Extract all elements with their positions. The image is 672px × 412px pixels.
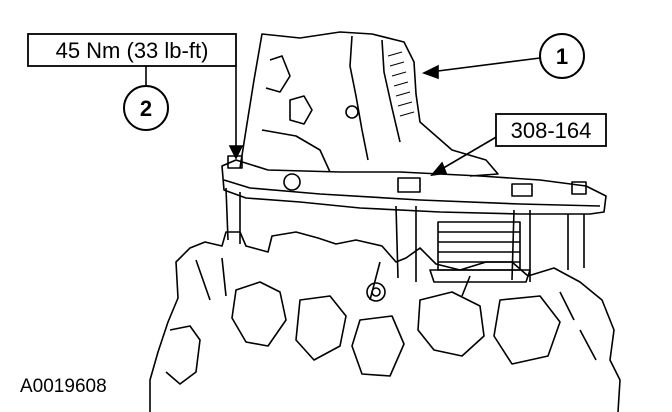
bell-housing [239, 31, 499, 177]
flange-plate [221, 159, 607, 215]
tool-box [495, 113, 607, 147]
callout-torque: 45 Nm (33 lb-ft) [27, 33, 237, 67]
leader-tool-arrow [430, 161, 448, 177]
lower-case-detail-f [351, 315, 405, 377]
lower-case-detail-a [165, 325, 201, 385]
bolt-head-lower-inner [371, 287, 381, 297]
spacer-drum-base [429, 269, 531, 283]
bolt-head-lower [366, 282, 386, 302]
special-tool [225, 155, 587, 283]
lower-case-detail-c [295, 295, 347, 361]
leader-1 [429, 57, 541, 73]
leader-tool [439, 135, 499, 171]
tool-post-b [511, 209, 531, 282]
callout-tool: 308-164 [495, 113, 607, 147]
transmission-body [149, 31, 621, 412]
leader-torque-arrow [228, 145, 244, 160]
torque-box [27, 33, 237, 67]
item-1-number: 1 [556, 44, 568, 69]
torque-spec-text: 45 Nm (33 lb-ft) [56, 38, 209, 63]
bell-housing-rib-c [265, 55, 291, 93]
flange-bolt-hole [283, 173, 301, 191]
lower-case-detail-b [231, 281, 287, 347]
spacer-drum-rings [438, 231, 520, 263]
flange-plate-edge [223, 179, 601, 207]
item-2-number: 2 [140, 96, 152, 121]
item-2-circle [123, 85, 169, 131]
bell-housing-hole [345, 105, 359, 119]
lower-case-outline [149, 231, 621, 412]
figure-id: A0019608 [20, 376, 107, 397]
leader-1-arrow [421, 64, 439, 80]
lower-case-detail-d [417, 291, 485, 357]
tool-nut-c [571, 181, 587, 195]
callout-item-2: 2 [123, 85, 169, 131]
bell-housing-rib-a [349, 35, 369, 161]
tool-number-text: 308-164 [511, 118, 592, 143]
leader-lines [145, 57, 541, 177]
tool-post-right [567, 214, 585, 270]
lower-case-ribs [195, 257, 597, 361]
item-1-circle [539, 33, 585, 79]
tool-nut-a [397, 177, 421, 193]
tool-nut-b [511, 183, 533, 197]
bell-housing-rib-b [381, 39, 401, 143]
tool-post-left [225, 187, 241, 244]
housing-hatch [387, 51, 415, 117]
tool-post-a [395, 205, 417, 282]
bell-housing-boss [289, 95, 313, 125]
lower-case-detail-e [493, 295, 561, 365]
callout-item-1: 1 [539, 33, 585, 79]
bell-housing-web [261, 129, 331, 173]
